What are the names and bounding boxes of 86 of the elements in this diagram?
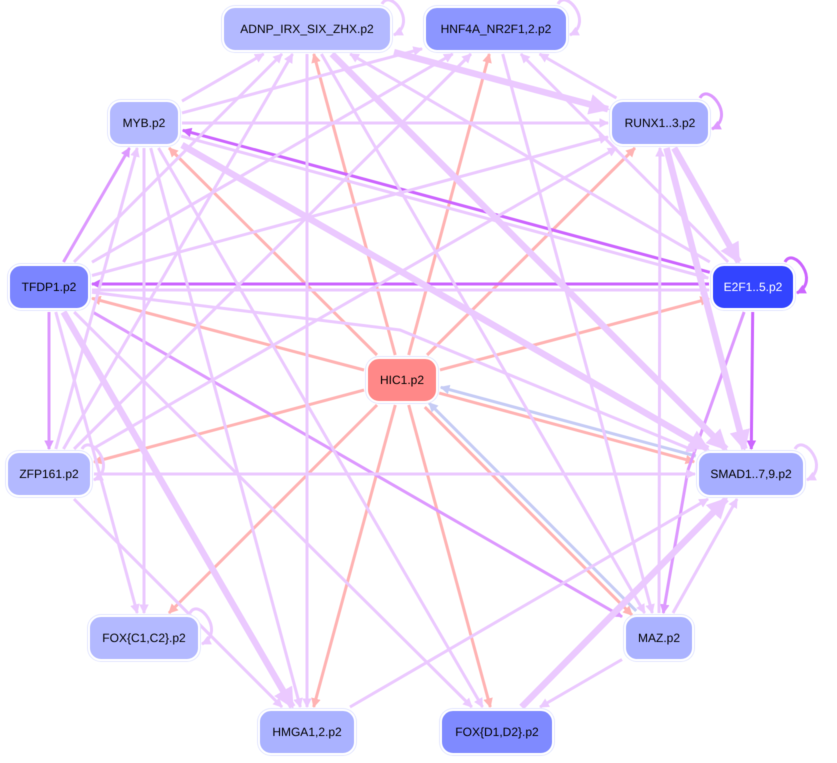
arrow (330, 52, 728, 452)
arrow (139, 148, 149, 614)
arrow (73, 310, 473, 708)
arrow (655, 147, 665, 613)
arrow (407, 404, 493, 708)
node-box (366, 357, 438, 403)
arrow (311, 404, 397, 708)
arrow (440, 296, 710, 372)
arrow (181, 52, 264, 102)
arrow (538, 52, 618, 100)
node-box (424, 6, 568, 52)
self-loop-arrow (188, 608, 213, 646)
arrow (91, 296, 364, 372)
arrow (660, 312, 746, 614)
node-label: HNF4A_NR2F1,2.p2 (440, 22, 552, 36)
arrow (94, 469, 696, 479)
arrow (180, 142, 710, 452)
arrow (168, 404, 378, 614)
self-loop-arrow (556, 0, 581, 36)
node-label: SMAD1..7,9.p2 (710, 467, 792, 481)
arrow (671, 146, 742, 264)
node-label: HIC1.p2 (380, 373, 424, 387)
arrow (539, 658, 623, 708)
arrow (438, 392, 696, 464)
arrow (62, 147, 131, 263)
arrow (60, 310, 296, 709)
arrow (182, 118, 609, 128)
node-box (440, 709, 554, 755)
arrow (44, 312, 54, 450)
node-box (624, 615, 694, 661)
arrow (426, 146, 636, 356)
node-label: ZFP161.p2 (19, 467, 79, 481)
arrow (92, 290, 696, 452)
arrow (672, 498, 738, 614)
node-label: MYB.p2 (122, 116, 166, 130)
arrow (93, 388, 364, 464)
arrow (92, 285, 710, 295)
node-label: HMGA1,2.p2 (272, 725, 342, 739)
arrow (302, 54, 312, 708)
node-label: MAZ.p2 (638, 631, 680, 645)
node-box (6, 451, 92, 497)
node-box (697, 451, 805, 497)
node-label: ADNP_IRX_SIX_ZHX.p2 (240, 22, 374, 36)
arrow (91, 52, 454, 264)
arrow (440, 384, 696, 458)
arrow (149, 148, 303, 708)
node-box (222, 6, 392, 52)
arrow (501, 54, 655, 614)
node-box (610, 100, 710, 146)
arrow (91, 279, 709, 289)
arrow (72, 498, 284, 708)
arrow (62, 53, 294, 450)
self-loop-arrow (380, 0, 405, 36)
arrow (320, 53, 646, 614)
arrow (519, 496, 729, 710)
arrow (349, 498, 709, 708)
node-box (711, 264, 795, 310)
arrow (520, 52, 730, 264)
arrow (349, 52, 711, 264)
arrow (92, 134, 609, 277)
node-label: TFDP1.p2 (22, 280, 76, 294)
arrow (168, 146, 378, 356)
arrow (311, 53, 397, 356)
arrow (182, 46, 423, 114)
arrow (393, 49, 610, 114)
arrow (54, 147, 140, 450)
arrow (663, 147, 750, 452)
node-label: RUNX1..3.p2 (624, 116, 696, 130)
arrow (91, 310, 623, 618)
node-label: FOX{C1,C2}.p2 (102, 631, 186, 645)
node-box (8, 264, 90, 310)
arrow (54, 312, 140, 614)
arrow (73, 52, 472, 450)
self-loop-arrow (784, 256, 808, 294)
node-box (108, 100, 180, 146)
self-loop-arrow (80, 444, 105, 482)
arrow (157, 147, 484, 708)
node-label: FOX{D1,D2}.p2 (455, 725, 539, 739)
arrow (407, 53, 492, 356)
self-loop-arrow (698, 92, 723, 130)
arrow (746, 312, 756, 450)
arrow (72, 52, 284, 264)
node-box (258, 709, 356, 755)
node-box (88, 615, 200, 661)
node-label: E2F1..5.p2 (724, 280, 782, 294)
self-loop-arrow (794, 444, 818, 482)
